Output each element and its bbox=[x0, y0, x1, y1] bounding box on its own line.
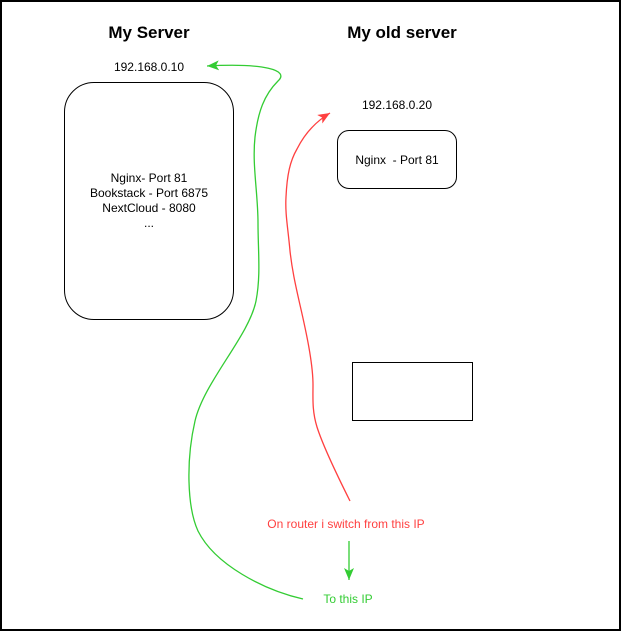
old-server-service: Nginx - Port 81 bbox=[355, 152, 439, 167]
switch-from-note: On router i switch from this IP bbox=[267, 517, 425, 531]
old-server-title: My old server bbox=[347, 23, 457, 42]
empty-box bbox=[352, 362, 473, 421]
new-server-ip: 192.168.0.10 bbox=[113, 60, 185, 74]
service-line: Bookstack - Port 6875 bbox=[89, 186, 209, 200]
new-server-box: Nginx- Port 81 Bookstack - Port 6875 Nex… bbox=[64, 82, 234, 320]
service-line: ... bbox=[143, 216, 154, 230]
switch-to-note: To this IP bbox=[323, 592, 373, 606]
old-server-ip: 192.168.0.20 bbox=[361, 98, 433, 112]
new-server-title: My Server bbox=[108, 23, 190, 42]
old-server-box: Nginx - Port 81 bbox=[337, 130, 457, 189]
service-line: NextCloud - 8080 bbox=[102, 201, 196, 215]
service-line: Nginx- Port 81 bbox=[110, 171, 188, 185]
new-server-services: Nginx- Port 81 Bookstack - Port 6875 Nex… bbox=[90, 171, 208, 231]
